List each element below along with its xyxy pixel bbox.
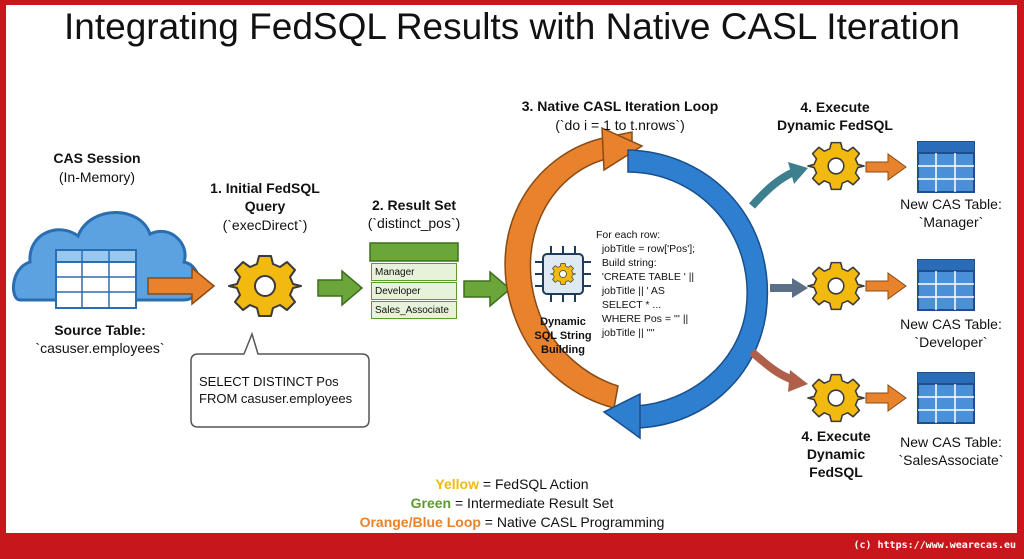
gear-icon-execute-3 [807, 373, 865, 423]
output-label-developer: New CAS Table: [900, 316, 1002, 332]
legend-item-orange: Orange/Blue Loop = Native CASL Programmi… [0, 514, 1024, 530]
legend-item-green: Green = Intermediate Result Set [0, 495, 1024, 511]
gear-icon-query [228, 255, 302, 317]
code-line: jobTitle = row['Pos']; [596, 243, 696, 255]
output-name-salesassociate: `SalesAssociate` [898, 452, 1004, 468]
gear-icon-execute-2 [807, 261, 865, 311]
code-line: Build string: [596, 257, 657, 269]
loop-blue-arrow [602, 149, 769, 440]
step1-subtitle: (`execDirect`) [222, 217, 308, 233]
result-row: Sales_Associate [371, 301, 457, 319]
code-line: SELECT * ... [596, 299, 662, 311]
cas-session-subtitle: (In-Memory) [58, 169, 136, 185]
legend-item-yellow: Yellow = FedSQL Action [0, 476, 1024, 492]
source-table-label: Source Table: [54, 322, 146, 338]
query-bubble [190, 331, 370, 428]
arrow-query-to-result [317, 269, 364, 307]
code-line: For each row: [596, 229, 661, 241]
table-icon-developer [917, 259, 975, 311]
legend-text: = FedSQL Action [478, 476, 589, 492]
center-label-1: Dynamic [540, 316, 586, 328]
step1-title: 1. Initial FedSQL [210, 180, 320, 196]
step1-title-2: Query [244, 198, 286, 214]
credit-text: (c) https://www.wearecas.eu [853, 540, 1016, 551]
arrow-source-to-query [147, 266, 216, 306]
chip-gear-icon [535, 246, 591, 302]
output-name-manager: `Manager` [918, 214, 984, 230]
branch-arrow-middle [770, 278, 808, 298]
output-label-manager: New CAS Table: [900, 196, 1002, 212]
page-title: Integrating FedSQL Results with Native C… [64, 6, 960, 47]
code-line: WHERE Pos = ''' || [596, 313, 689, 325]
output-label-salesassociate: New CAS Table: [900, 434, 1002, 450]
step4-bottom-line-3: FedSQL [809, 464, 863, 480]
branch-arrow-top [749, 162, 808, 209]
step2-title: 2. Result Set [371, 197, 457, 213]
legend-text: = Native CASL Programming [480, 514, 665, 530]
step4-top-line-1: 4. Execute [800, 99, 870, 115]
legend-key: Green [410, 495, 452, 511]
legend-key: Yellow [435, 476, 479, 492]
step4-top-line-2: Dynamic FedSQL [777, 117, 893, 133]
result-row: Developer [371, 282, 457, 300]
result-row: Manager [371, 263, 457, 281]
legend-key: Orange/Blue Loop [359, 514, 481, 530]
query-line-1: SELECT DISTINCT Pos [199, 374, 339, 389]
center-label-3: Building [541, 344, 585, 356]
gear-icon-execute-1 [807, 141, 865, 191]
query-line-2: FROM casuser.employees [199, 391, 353, 406]
step4-bottom-line-1: 4. Execute [801, 428, 871, 444]
step2-subtitle: (`distinct_pos`) [367, 215, 461, 231]
arrow-to-table-2 [865, 272, 907, 300]
result-set-header [369, 242, 459, 262]
table-icon-salesassociate [917, 372, 975, 424]
code-line: jobTitle || '''' [596, 327, 655, 339]
arrow-result-to-loop [463, 270, 512, 308]
branch-arrow-bottom [749, 348, 808, 392]
arrow-to-table-3 [865, 384, 907, 412]
step3-subtitle: (`do i = 1 to t.nrows`) [555, 117, 685, 133]
arrow-to-table-1 [865, 153, 907, 181]
output-name-developer: `Developer` [914, 334, 988, 350]
source-table-icon [55, 249, 137, 309]
center-label-2: SQL String [534, 330, 592, 342]
table-icon-manager [917, 141, 975, 193]
step3-title: 3. Native CASL Iteration Loop [521, 98, 719, 114]
code-line: 'CREATE TABLE ' || [596, 271, 695, 283]
code-line: jobTitle || ' AS [596, 285, 665, 297]
cas-session-title: CAS Session [53, 150, 141, 166]
source-table-name: `casuser.employees` [35, 340, 165, 356]
legend-text: = Intermediate Result Set [451, 495, 614, 511]
step4-bottom-line-2: Dynamic [806, 446, 866, 462]
